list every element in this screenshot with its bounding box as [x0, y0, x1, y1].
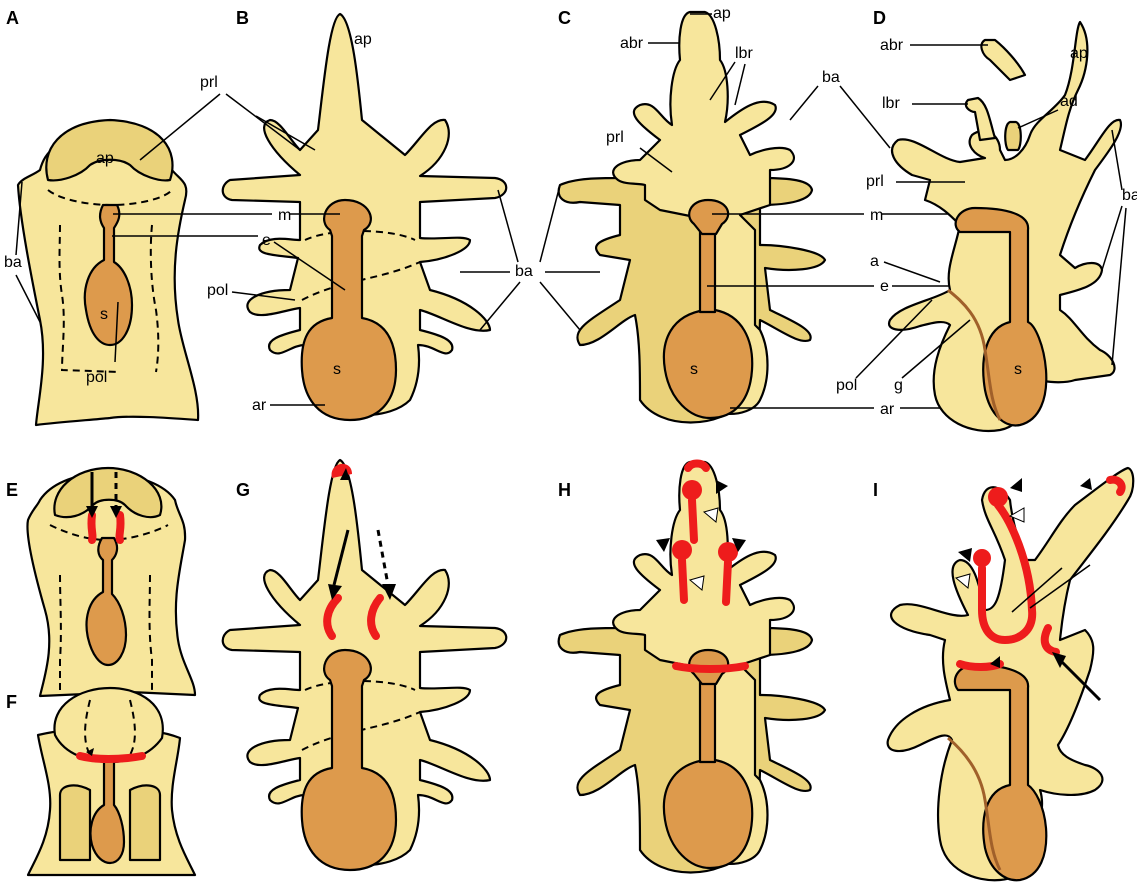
label-prl-c: prl [606, 129, 624, 146]
label-abr-c: abr [620, 35, 644, 52]
arm-abr-d [981, 40, 1025, 80]
inner-shape-f2 [130, 785, 160, 860]
panel-letter-d: D [873, 8, 886, 28]
panel-letter-f: F [6, 692, 17, 712]
label-ap-c: ap [713, 5, 731, 22]
esophagus-h [700, 682, 715, 762]
apical-plate-f [54, 688, 162, 762]
leader-ba-c3 [540, 282, 580, 330]
label-e-ab: e [262, 232, 271, 249]
red-line-h3 [726, 562, 728, 602]
leader-pol-d [856, 300, 932, 378]
label-lbr-d: lbr [882, 95, 900, 112]
label-ap-b: ap [354, 31, 372, 48]
label-prl-d: prl [866, 173, 884, 190]
leader-ba-b3 [480, 282, 520, 330]
red-tip-h [688, 464, 706, 469]
panel-f [28, 688, 195, 875]
label-ar-b: ar [252, 397, 267, 414]
leader-ba-b1 [498, 190, 518, 262]
panel-letter-b: B [236, 8, 249, 28]
arrowhead-black-i3 [1080, 478, 1092, 490]
label-ad-d: ad [1060, 93, 1078, 110]
label-ap-a: ap [96, 150, 114, 167]
red-band-h [676, 666, 745, 669]
panel-e [27, 468, 195, 696]
label-ba-d: ba [1122, 187, 1137, 204]
label-m-ab: m [278, 207, 291, 224]
arrowhead-black-i1 [1010, 478, 1022, 492]
panel-letter-g: G [236, 480, 250, 500]
leader-ba-cd1 [790, 86, 818, 120]
panel-letter-i: I [873, 480, 878, 500]
leader-prl-a [140, 94, 220, 160]
arm-lbr-d [966, 98, 995, 140]
panel-letter-e: E [6, 480, 18, 500]
leader-lbr-c2 [735, 64, 745, 105]
arrowhead-black-h3 [716, 480, 728, 494]
panel-h [559, 462, 825, 873]
panel-b: ap s ar pol [207, 14, 506, 420]
red-line-h1 [692, 500, 694, 540]
arrow-dashed-g [378, 530, 388, 585]
label-e-cd: e [880, 278, 889, 295]
leader-ba-c1 [540, 185, 560, 262]
label-m-cd: m [870, 207, 883, 224]
label-a-d: a [870, 253, 879, 270]
red-marker-e2 [119, 515, 120, 540]
panel-i [888, 468, 1134, 880]
red-marker-e1 [91, 515, 92, 540]
label-lbr-c: lbr [735, 45, 753, 62]
label-ar-cd: ar [880, 401, 895, 418]
label-pol-a: pol [86, 369, 107, 386]
label-ap-d: ap [1070, 45, 1088, 62]
panel-a: s ap ba pol [4, 120, 198, 425]
label-ba-bc: ba [515, 263, 533, 280]
panel-letter-h: H [558, 480, 571, 500]
leader-prl-b2 [226, 94, 300, 150]
label-s-b: s [333, 361, 341, 378]
label-s-a: s [100, 306, 108, 323]
panel-g [223, 460, 507, 870]
ad-d [1005, 122, 1021, 150]
panel-letter-c: C [558, 8, 571, 28]
label-g-d: g [894, 377, 903, 394]
red-line-h2 [682, 560, 684, 600]
red-band-f [80, 756, 142, 759]
label-pol-b: pol [207, 282, 228, 299]
arrowhead-black-h1 [656, 538, 670, 552]
panel-d: s ap abr lbr ad prl a pol g ba [836, 22, 1137, 431]
label-abr-d: abr [880, 37, 904, 54]
panel-letter-a: A [6, 8, 19, 28]
leader-a-d [884, 262, 940, 282]
leader-ba-d2 [1102, 206, 1122, 270]
label-ba-a: ba [4, 254, 22, 271]
label-pol-d: pol [836, 377, 857, 394]
label-s-d: s [1014, 361, 1022, 378]
label-s-c: s [690, 361, 698, 378]
inner-shape-f [60, 785, 90, 860]
label-ba-cd: ba [822, 69, 840, 86]
esophagus-c [700, 232, 715, 312]
label-prl-ab: prl [200, 74, 218, 91]
